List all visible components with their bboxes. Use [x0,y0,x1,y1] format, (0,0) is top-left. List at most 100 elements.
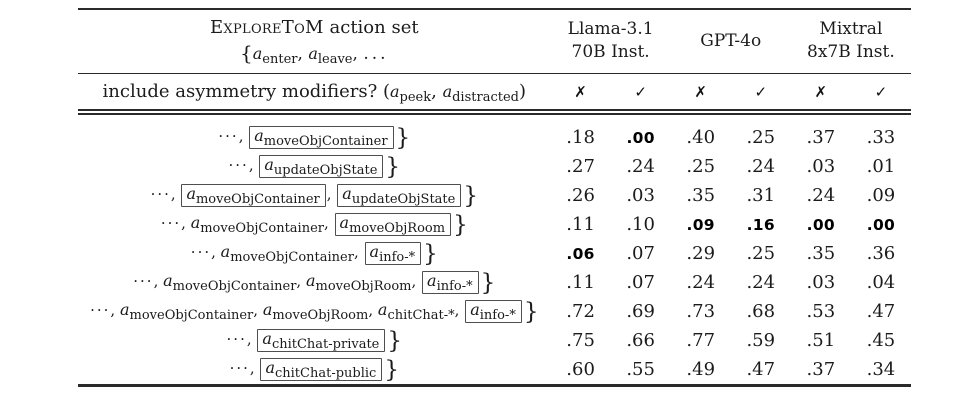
score-value: .55 [626,359,655,380]
math-var: a [369,241,380,261]
model-name-line: 8x7B Inst. [807,42,895,62]
model-name-line: Mixtral [819,19,883,40]
model-name-line: 70B Inst. [571,42,650,62]
score-value: .06 [566,244,595,263]
open-brace-symbol: { [240,41,253,65]
score-value: .69 [626,301,655,322]
cross-icon: ✗ [670,73,731,115]
action-set-cell: ···, amoveObjContainer, amoveObjRoom, ac… [90,298,539,325]
action-term: apeek [389,81,431,104]
score-value: .11 [566,272,595,293]
action-subscript: info-* [479,307,516,323]
ellipsis-dots: ··· [150,184,171,203]
model-name-line: GPT-4o [700,30,762,51]
score-value: .07 [626,272,655,293]
math-var: a [262,299,273,319]
table-title: ExploreToM action set [78,17,551,38]
ellipsis-dots: ... [363,44,389,64]
boxed-action: achitChat-public [260,357,383,381]
math-var: a [389,82,400,101]
action-subscript: moveObjContainer [172,278,297,294]
action-term: ainfo-* [427,270,473,293]
action-subscript: moveObjContainer [230,249,354,265]
score-value: .29 [686,243,716,264]
action-subscript: chitChat-* [387,307,455,323]
boxed-action: ainfo-* [465,299,522,323]
score-value: .24 [746,272,776,293]
plain-action: amoveObjRoom [263,301,369,322]
score-value: .10 [626,214,655,235]
score-value: .75 [566,330,595,351]
score-value: .72 [566,301,595,322]
plain-action: amoveObjContainer [191,214,324,235]
score-value: .66 [626,330,655,351]
table-row: ···, amoveObjContainer}.18.00.40.25.37.3… [78,112,911,152]
score-value: .37 [806,127,836,148]
action-set-cell: ···, achitChat-public} [229,356,399,383]
score-value: .00 [866,215,896,234]
math-var: a [265,357,275,377]
action-term: aupdateObjState [342,183,455,206]
action-term: amoveObjContainer [221,243,354,264]
boxed-action: achitChat-private [257,328,386,352]
close-paren-symbol: ) [518,81,527,102]
score-value: .37 [806,359,836,380]
close-brace-symbol: } [463,182,478,209]
score-value: .07 [626,243,655,264]
score-value: .24 [686,272,716,293]
score-value: .47 [866,301,896,322]
math-var: a [427,270,437,290]
action-term: aleave [308,44,352,66]
check-icon: ✓ [850,73,911,115]
model-header-gpt4o: GPT-4o [670,9,791,74]
action-term: amoveObjContainer [120,301,253,322]
score-value: .59 [746,330,776,351]
math-var: a [339,212,350,232]
action-subscript: moveObjRoom [315,278,412,294]
boxed-action: amoveObjContainer [249,125,394,149]
score-value: .04 [866,272,896,293]
math-var: a [190,212,201,232]
modifier-question-text: include asymmetry modifiers? [102,81,378,102]
close-brace-symbol: } [385,153,401,180]
plain-action: amoveObjContainer [120,301,253,322]
cross-icon: ✗ [790,73,851,115]
score-value: .25 [686,156,716,177]
action-subscript: info-* [379,249,416,265]
math-var: a [262,328,272,348]
plain-action: amoveObjContainer [221,243,354,264]
score-value: .24 [806,185,836,206]
close-brace-symbol: } [523,298,539,325]
table-body: ···, amoveObjContainer}.18.00.40.25.37.3… [78,112,911,386]
action-set-cell: ···, amoveObjContainer, amoveObjRoom} [160,211,468,238]
action-subscript: info-* [436,278,473,294]
modifier-parens: (apeek, adistracted) [377,81,527,105]
score-value: .00 [626,128,655,147]
score-value: .03 [626,185,655,206]
action-term: amoveObjRoom [339,212,446,235]
results-table-wrap: ExploreToM action set {aenter, aleave, .… [78,8,911,387]
action-subscript: updateObjState [351,191,456,207]
action-term: amoveObjRoom [262,299,369,322]
score-value: .03 [806,156,836,177]
action-subscript: chitChat-private [271,336,380,352]
cross-icon: ✗ [550,73,611,115]
math-var: a [342,183,352,203]
check-icon: ✓ [610,73,671,115]
results-table: ExploreToM action set {aenter, aleave, .… [78,8,911,387]
action-term: achitChat-private [262,328,379,351]
boxed-action: aupdateObjState [259,154,384,178]
score-value: .24 [626,156,655,177]
action-term: amoveObjRoom [306,272,412,293]
score-value: .00 [806,215,836,234]
close-brace-symbol: } [480,269,496,296]
modifier-header-row: include asymmetry modifiers? (apeek, adi… [78,73,911,115]
table-row: ···, aupdateObjState}.27.24.25.24.03.01 [78,152,911,181]
action-subscript: moveObjContainer [200,220,324,236]
ellipsis-dots: ··· [160,213,182,232]
table-row: ···, amoveObjContainer, aupdateObjState}… [78,181,911,210]
score-value: .68 [746,301,776,322]
score-value: .31 [746,185,776,206]
math-var: a [470,299,480,319]
model-header-mixtral: Mixtral 8x7B Inst. [790,9,911,74]
